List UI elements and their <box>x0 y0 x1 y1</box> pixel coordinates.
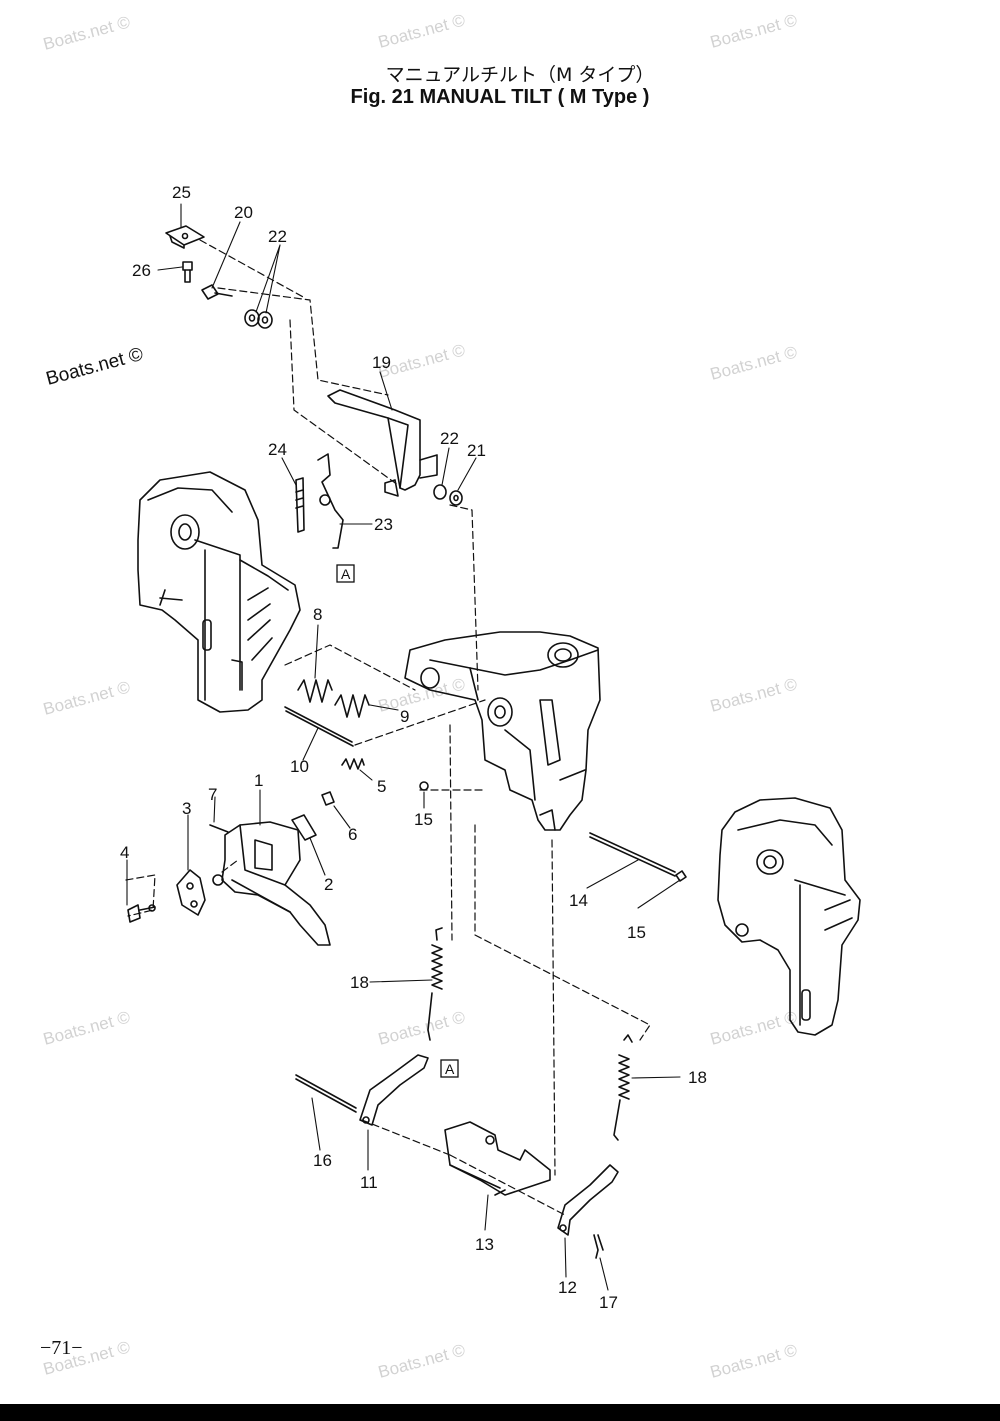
callout-10: 10 <box>290 757 309 776</box>
callout-4: 4 <box>120 843 129 862</box>
bottom-scan-border <box>0 1404 1000 1421</box>
watermark-text: Boats.net © <box>708 10 799 52</box>
part-18-spring-right <box>613 1034 633 1141</box>
figure-title-english: Fig. 21 MANUAL TILT ( M Type ) <box>350 86 650 108</box>
part-10-shaft <box>284 706 354 747</box>
callout-19: 19 <box>372 353 391 372</box>
watermark-text: Boats.net © <box>376 1007 467 1049</box>
svg-text:A: A <box>341 566 351 582</box>
callout-11: 11 <box>360 1173 378 1192</box>
part-18-spring-left <box>427 927 443 1041</box>
part-11-link <box>359 1054 429 1126</box>
part-16-rod <box>295 1074 357 1113</box>
part-13-arm <box>444 1121 551 1196</box>
watermark-text: Boats.net © <box>708 674 799 716</box>
callout-22: 22 <box>440 429 459 448</box>
callout-14: 14 <box>569 891 588 910</box>
part-15-clip <box>419 781 429 791</box>
watermark-text: Boats.net © <box>41 12 132 54</box>
part-22-washers <box>244 309 273 329</box>
part-5-spring <box>341 758 365 770</box>
part-20-bolt <box>201 284 233 300</box>
part-22-washer <box>433 484 447 500</box>
watermark-text: Boats.net © <box>708 1007 799 1049</box>
part-26-screw <box>182 261 193 283</box>
callout-5: 5 <box>377 777 386 796</box>
callout-6: 6 <box>348 825 357 844</box>
callout-23: 23 <box>374 515 393 534</box>
callout-17: 17 <box>599 1293 618 1312</box>
callout-3: 3 <box>182 799 191 818</box>
part-15-clip <box>675 870 687 882</box>
callout-18: 18 <box>688 1068 707 1087</box>
callout-16: 16 <box>313 1151 332 1170</box>
part-25-clip <box>165 225 205 249</box>
part-21-washer <box>449 490 463 506</box>
callout-18: 18 <box>350 973 369 992</box>
callout-leader-lines <box>126 203 681 1291</box>
page-number: −71− <box>40 1337 83 1359</box>
figure-title-japanese: マニュアルチルト（M タイプ） <box>385 64 655 86</box>
right-clamp-bracket <box>717 797 861 1036</box>
callout-25: 25 <box>172 183 191 202</box>
reference-marker-a: A <box>336 564 355 583</box>
watermark-text: Boats.net © <box>376 10 467 52</box>
swivel-bracket <box>404 631 601 831</box>
watermark-text: Boats.net © <box>708 1340 799 1382</box>
part-3-plate <box>176 869 206 916</box>
callout-20: 20 <box>234 203 253 222</box>
callout-26: 26 <box>132 261 151 280</box>
left-clamp-bracket <box>137 471 301 713</box>
callout-9: 9 <box>400 707 409 726</box>
part-4-bolt <box>127 904 156 923</box>
watermark-text: Boats.net © <box>708 342 799 384</box>
watermarks: Boats.net © Boats.net © Boats.net © Boat… <box>41 10 799 1382</box>
callout-13: 13 <box>475 1235 494 1254</box>
callout-22: 22 <box>268 227 287 246</box>
part-24-pin <box>295 477 305 533</box>
callout-15: 15 <box>414 810 433 829</box>
watermark-text: Boats.net © <box>41 1007 132 1049</box>
callout-2: 2 <box>324 875 333 894</box>
part-12-link <box>557 1164 619 1236</box>
part-17-cotter-pin <box>593 1234 604 1259</box>
callout-numbers: 25 26 20 22 19 22 21 24 23 8 9 10 5 6 15… <box>120 183 707 1312</box>
callout-7: 7 <box>208 785 217 804</box>
callout-24: 24 <box>268 440 287 459</box>
callout-1: 1 <box>254 771 263 790</box>
part-8-springs <box>297 679 370 718</box>
part-6-cap <box>321 791 335 806</box>
part-23-spring <box>317 453 344 549</box>
watermark-text: Boats.net © <box>44 344 146 390</box>
part-14-long-pin <box>589 832 676 877</box>
assembly-guide-lines <box>125 239 651 1216</box>
watermark-text: Boats.net © <box>376 1340 467 1382</box>
svg-text:A: A <box>445 1061 455 1077</box>
reference-marker-a: A <box>440 1059 459 1078</box>
callout-15: 15 <box>627 923 646 942</box>
part-19-tilt-lever <box>327 389 438 497</box>
part-7-pin <box>209 824 229 833</box>
part-1-bracket <box>212 821 331 946</box>
watermark-text: Boats.net © <box>41 677 132 719</box>
part-2-pin <box>291 814 317 841</box>
callout-8: 8 <box>313 605 322 624</box>
callout-21: 21 <box>467 441 486 460</box>
callout-12: 12 <box>558 1278 577 1297</box>
